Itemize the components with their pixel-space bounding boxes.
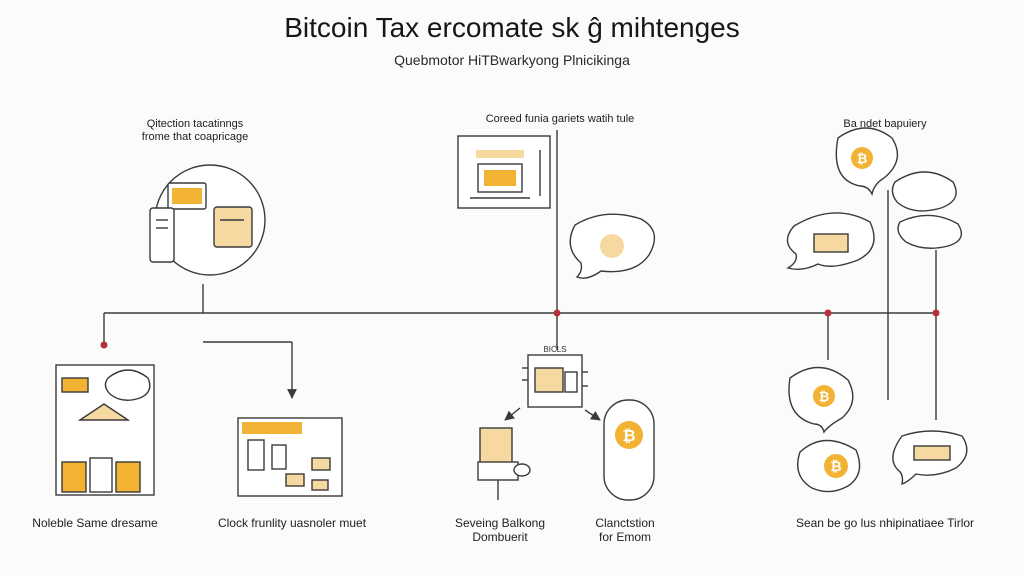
- label-top-center: Coreed funia gariets watih tule: [485, 113, 635, 125]
- marker-left: [100, 341, 108, 349]
- marker-right2: [932, 309, 940, 317]
- connection-markers: [100, 309, 940, 349]
- label-bottom-1: Noleble Same dresame: [32, 516, 158, 530]
- node-bottom-3: [477, 427, 531, 500]
- page-subtitle: Quebmotor HiTBwarkyong Plnicikinga: [394, 52, 630, 68]
- label-top-right: Ba ndet bapuiery: [843, 118, 927, 130]
- bitcoin-icon-bottom4: ₿: [622, 427, 635, 445]
- connector-to-bottom4: [584, 409, 601, 421]
- bubble-top-center: [569, 213, 656, 279]
- label-bottom-4: Clanctstion for Emom: [595, 516, 655, 544]
- node-bottom-4: [603, 399, 655, 501]
- marker-right1: [824, 309, 832, 317]
- bitcoin-icon-bottom5a: ₿: [819, 389, 830, 404]
- node-top-left: [149, 164, 266, 276]
- label-top-left: Qitection tacatinngs frome that coaprica…: [141, 118, 249, 143]
- center-node-label: BICLS: [543, 345, 566, 354]
- node-bottom-5: [788, 366, 968, 493]
- bitcoin-icon-top-right: ₿: [857, 151, 868, 166]
- bitcoin-icon-bottom5b: ₿: [830, 458, 841, 474]
- label-bottom-2: Clock frunlity uasnoler muet: [217, 516, 367, 530]
- node-center: [522, 354, 588, 408]
- label-bottom-5: Sean be go lus nhipinatiaee Tirlor: [795, 516, 975, 530]
- label-bottom-3: Seveing Balkong Dombuerit: [454, 516, 546, 544]
- node-top-right: [786, 127, 962, 271]
- node-bottom-1: [55, 364, 155, 496]
- connector-to-bottom3: [504, 407, 521, 421]
- node-top-center: [457, 135, 551, 209]
- page-title: Bitcoin Tax ercomate sk ĝ mihtenges: [284, 12, 740, 43]
- marker-center: [553, 309, 561, 317]
- node-bottom-2: [237, 417, 343, 497]
